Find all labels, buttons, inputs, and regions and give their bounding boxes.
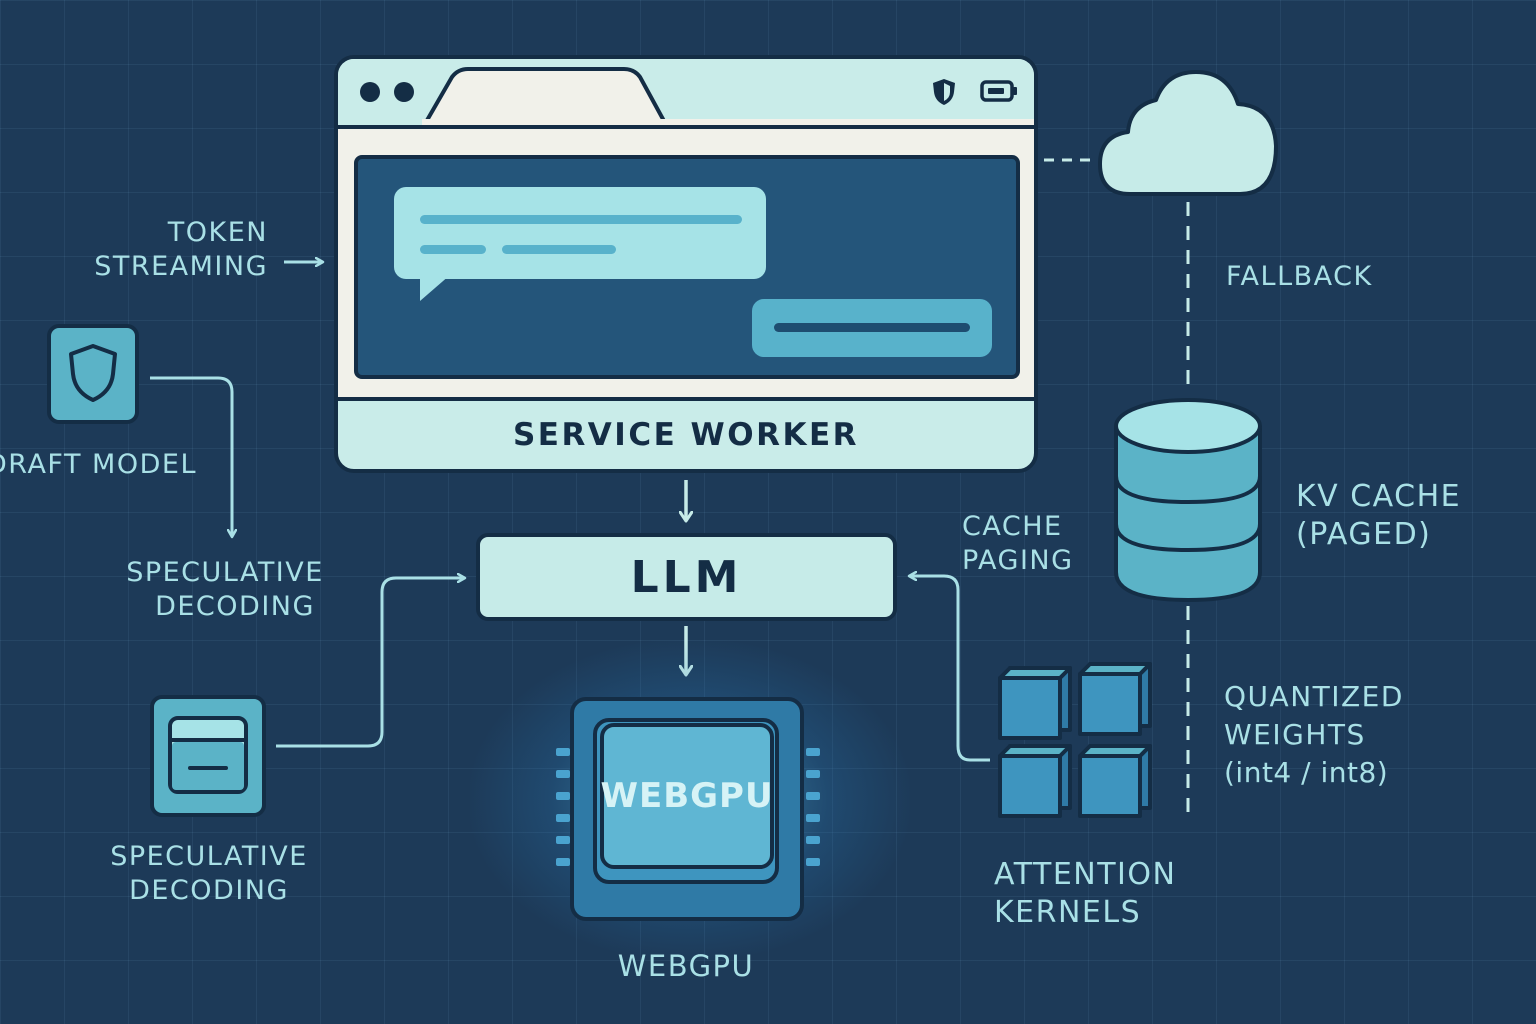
window-tabstrip [338,59,1034,129]
llm-box: LLM [476,533,897,621]
service-worker-window: SERVICE WORKER [334,55,1038,473]
panel-icon [168,716,248,794]
chat-bubble-incoming [394,187,766,279]
battery-icon [980,80,1017,102]
shield-icon [933,79,955,105]
chat-bubble-outgoing [752,299,992,357]
kernels-to-llm-arrow [910,576,990,762]
speculative-decoding-icon-box [150,695,266,817]
shield-icon [69,344,117,402]
cloud-icon [1098,70,1278,196]
webgpu-chip-label: WEBGPU [600,723,774,869]
browser-tab-shape [420,67,1034,129]
draft-model-icon-box [47,324,139,424]
database-icon [1114,398,1262,603]
token-streaming-label: TOKEN STREAMING [94,217,268,282]
speculative-decoding-label-bottom: SPECULATIVE DECODING [110,841,308,906]
cache-paging-label: CACHE PAGING [962,511,1074,576]
draft-model-label: DRAFT MODEL [0,449,197,480]
draft-to-speculative-arrow [150,376,232,536]
chat-bubble-tail [420,275,450,301]
chat-screen [354,155,1020,379]
fallback-label: FALLBACK [1226,261,1373,292]
service-worker-label: SERVICE WORKER [512,417,860,453]
kv-cache-label: KV CACHE (PAGED) [1296,479,1462,552]
attention-kernels-label: ATTENTION KERNELS [994,857,1177,930]
cubes-icon [998,662,1152,818]
window-dot-2 [394,82,414,102]
speculative-to-llm-arrow [276,578,464,748]
window-body [338,125,1034,401]
quantized-weights-label: QUANTIZED WEIGHTS (int4 / int8) [1224,680,1404,789]
webgpu-caption: WEBGPU [617,949,755,983]
speculative-decoding-label-top: SPECULATIVE DECODING [126,557,324,622]
window-dot-1 [360,82,380,102]
